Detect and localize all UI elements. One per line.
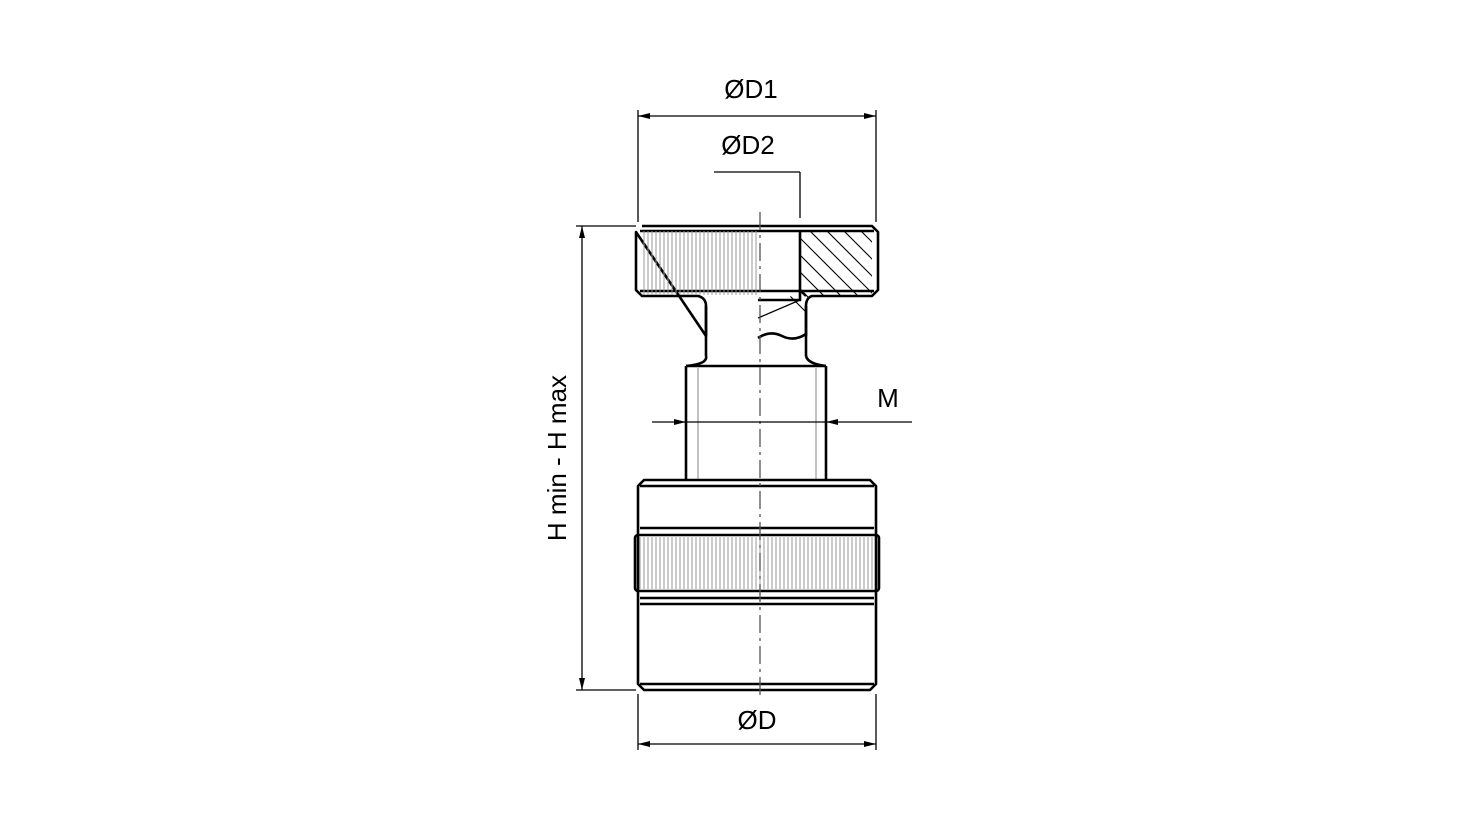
base-body — [633, 478, 881, 692]
hatch-line — [804, 230, 872, 336]
label-d2: ØD2 — [721, 130, 774, 160]
neck — [685, 299, 827, 368]
hatch-line — [770, 230, 872, 336]
threaded-shank — [684, 364, 828, 480]
hatch-line — [838, 230, 872, 336]
label-d: ØD — [738, 705, 777, 735]
hatch-line — [890, 226, 1030, 366]
dimension-m: M — [652, 383, 912, 425]
top-cap — [634, 224, 880, 338]
hatch-line — [821, 230, 872, 336]
hatch-line — [958, 226, 1098, 366]
hatch-line — [941, 226, 1081, 366]
dimension-h: H min - H max — [542, 225, 636, 691]
label-m: M — [877, 383, 899, 413]
hatch-line — [924, 226, 1064, 366]
hatch-line — [787, 230, 872, 336]
label-d1: ØD1 — [724, 74, 777, 104]
dimension-d2: ØD2 — [714, 130, 801, 218]
label-h: H min - H max — [542, 375, 572, 541]
cap-knurl — [643, 231, 757, 295]
dimension-d1: ØD1 — [637, 74, 877, 222]
hatch-line — [873, 226, 1013, 366]
base-knurl — [639, 537, 873, 589]
cap-section-hatch — [758, 226, 1098, 366]
dimension-d: ØD — [637, 694, 877, 750]
hatch-line — [907, 226, 1047, 366]
